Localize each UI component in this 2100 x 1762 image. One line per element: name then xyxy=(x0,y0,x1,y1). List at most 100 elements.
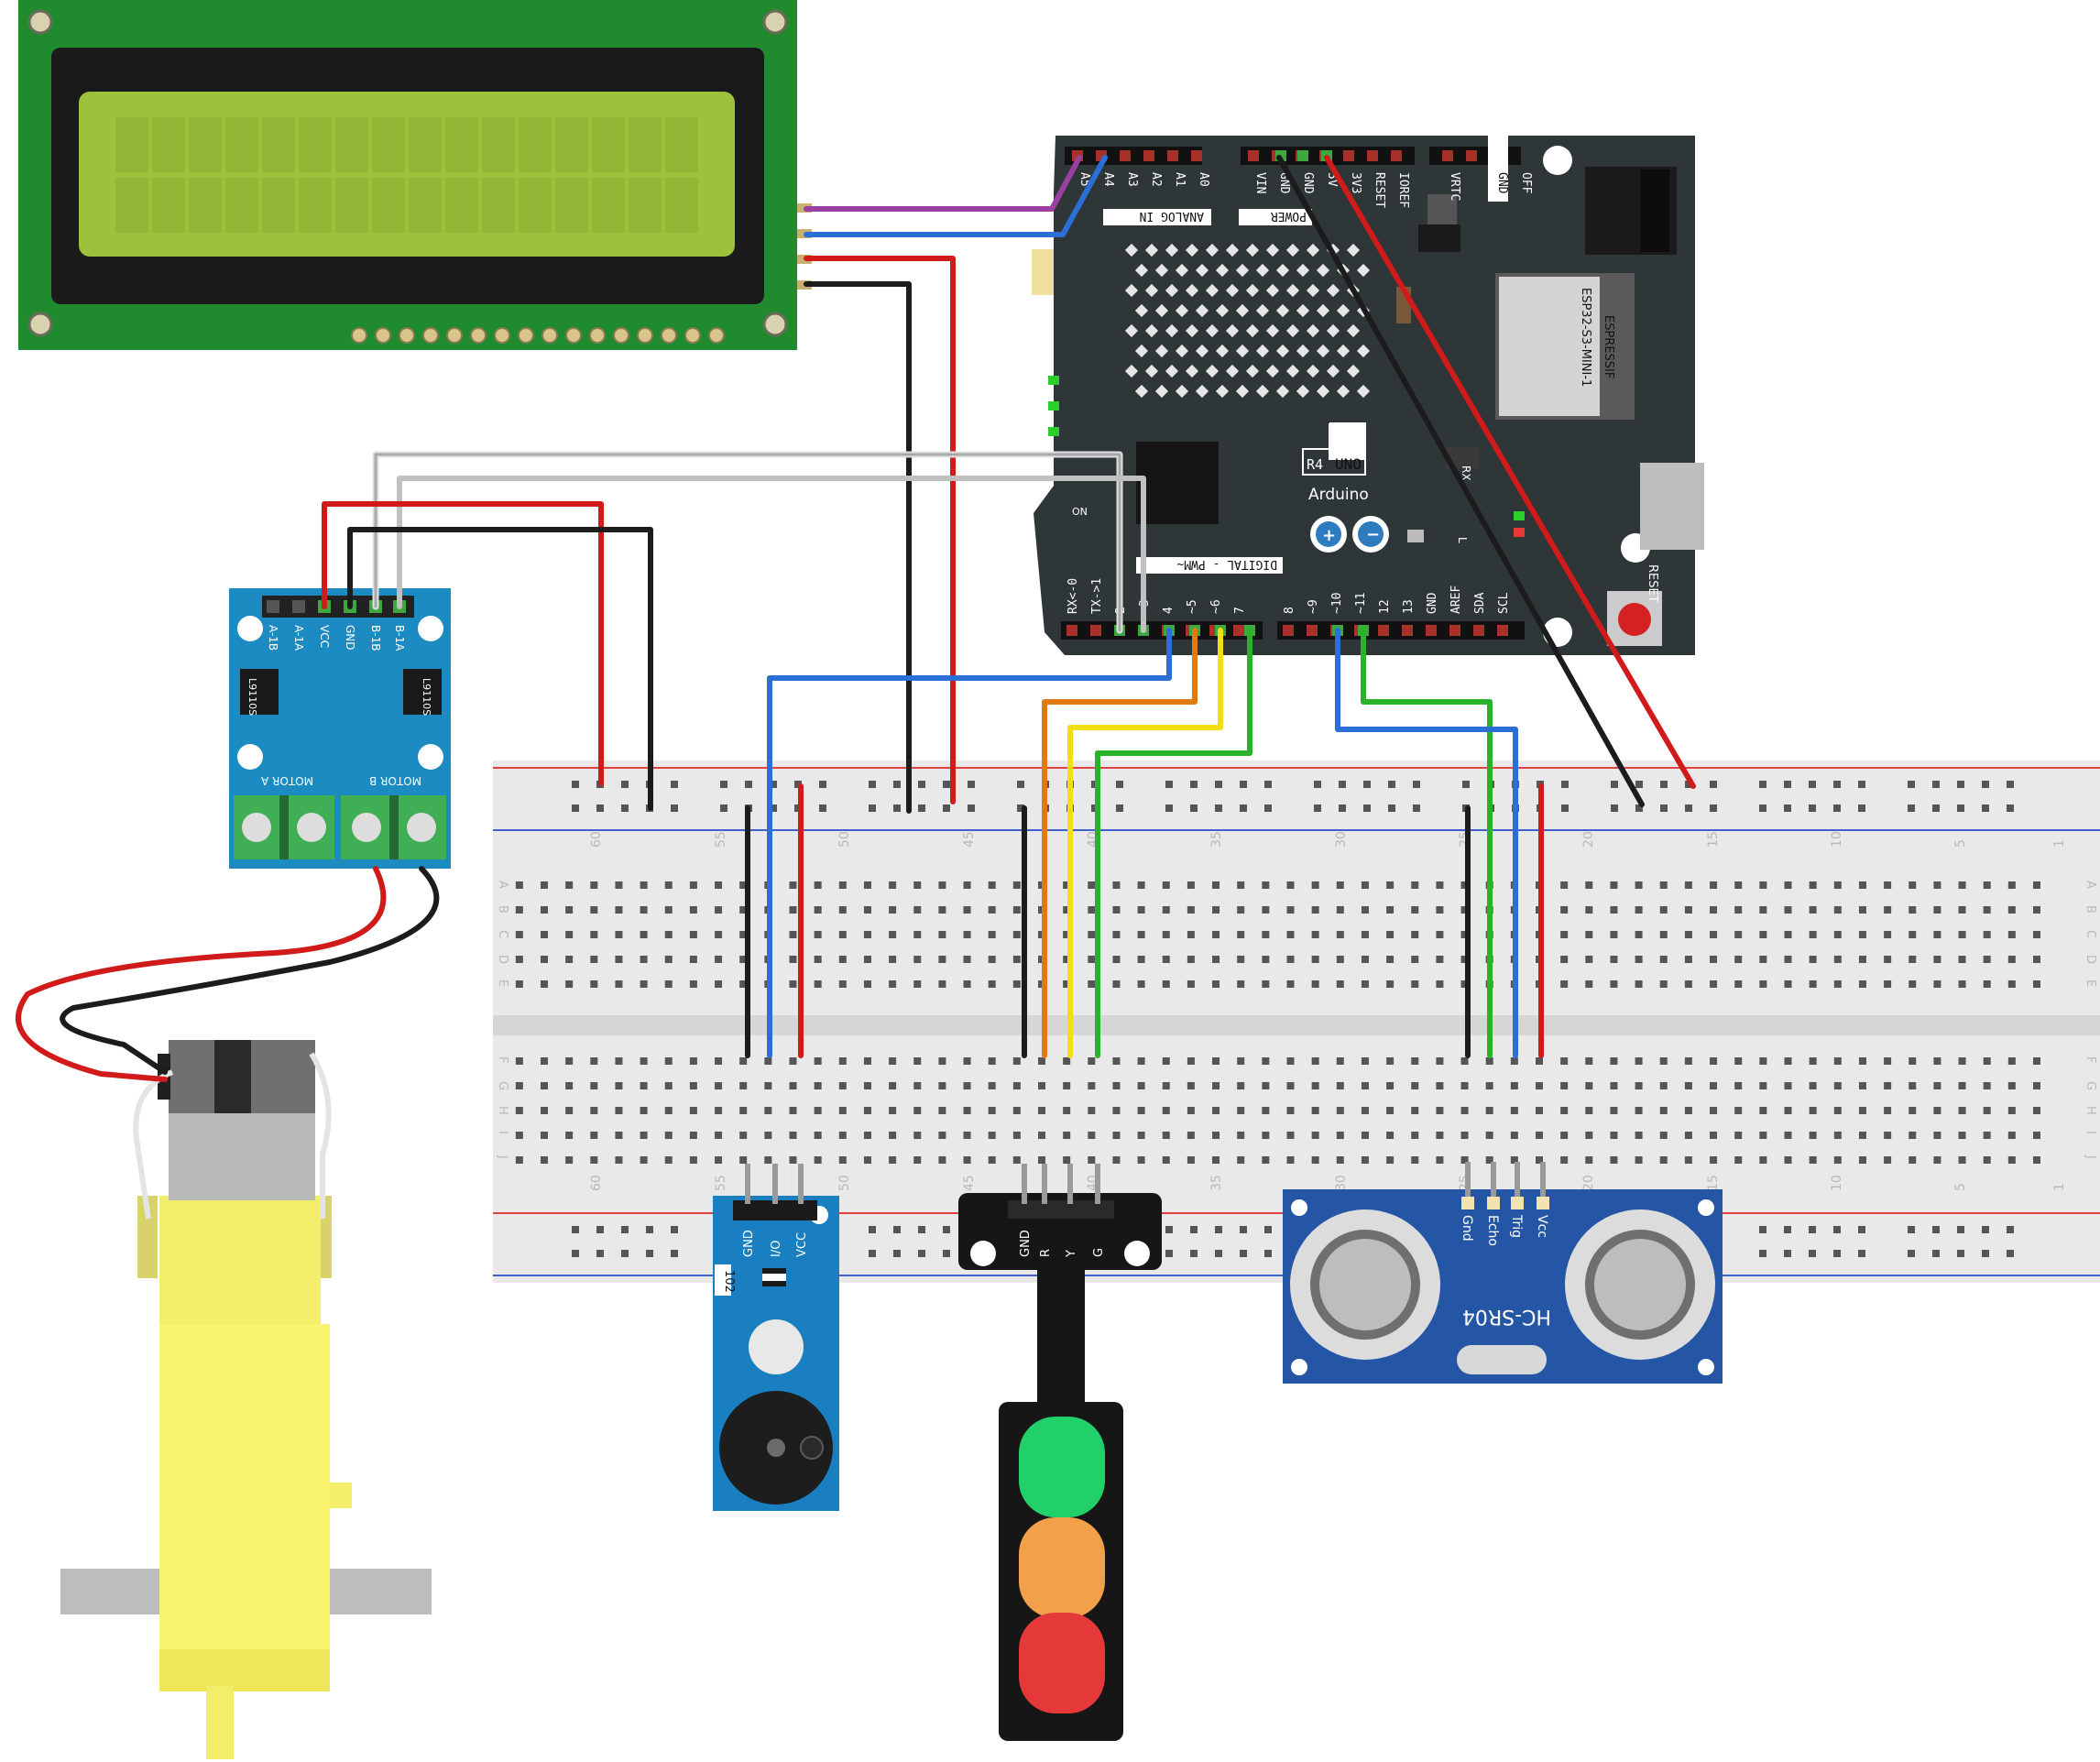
row-letter: G xyxy=(2084,1081,2097,1090)
aux-pin-label: OFF xyxy=(1519,172,1533,194)
row-letter: H xyxy=(2084,1106,2097,1115)
wire-lcd-gnd xyxy=(804,281,912,814)
analog-pin-label: A1 xyxy=(1173,172,1187,187)
wire-motor-black xyxy=(60,866,440,1075)
board-wifi-label: WIFI xyxy=(1330,430,1363,446)
svg-text:−: − xyxy=(1366,525,1380,544)
column-number-top: 60 xyxy=(589,831,604,848)
column-number-top: 55 xyxy=(714,831,728,848)
digital-header-box xyxy=(1136,557,1283,574)
digital-pin-label: 8 xyxy=(1283,607,1296,614)
wire-tl-y xyxy=(1067,628,1223,1058)
chip-a-label: L9110S xyxy=(246,678,258,716)
board-r4-label: R4 xyxy=(1307,456,1323,473)
mcu-chip xyxy=(1136,442,1219,524)
digital-pin-label: 4 xyxy=(1162,607,1176,614)
motor-b-label: MOTOR B xyxy=(369,774,421,787)
lcd-mount-hole-tr xyxy=(762,9,788,35)
qwiic-connector xyxy=(1032,249,1054,295)
arduino-logo: + − xyxy=(1310,516,1389,553)
yellow-led xyxy=(1019,1517,1105,1618)
power-header: POWER xyxy=(1271,209,1307,223)
l-label: L xyxy=(1456,537,1469,543)
column-number-bottom: 60 xyxy=(589,1175,604,1191)
uno-box xyxy=(1329,423,1365,460)
sonar-pin-label: Gnd xyxy=(1460,1215,1474,1242)
row-letter: E xyxy=(2084,979,2097,987)
digital-pin-label: ~5 xyxy=(1186,599,1199,614)
row-letter: E xyxy=(496,979,509,987)
motor-driver-pin-label: VCC xyxy=(318,625,331,648)
analog-in-header: ANALOG IN xyxy=(1140,209,1204,223)
usb-c-port xyxy=(1640,463,1704,550)
lcd-mount-hole-bl xyxy=(27,312,53,337)
esp32-brand: ESPRESSIF xyxy=(1602,315,1615,378)
row-letter: C xyxy=(496,930,509,938)
sonar-pin-label: Trig xyxy=(1509,1214,1524,1238)
column-number-top: 30 xyxy=(1334,831,1349,848)
column-number-top: 45 xyxy=(962,831,977,848)
traffic-light-header xyxy=(1008,1164,1114,1219)
gearbox-top xyxy=(159,1196,321,1324)
motor-a-label: MOTOR A xyxy=(260,774,313,787)
reset-button[interactable] xyxy=(1618,603,1651,636)
motor-driver-pin-label: A-1A xyxy=(292,625,305,651)
digital-pin-label: ~10 xyxy=(1330,593,1344,614)
analog-pin-label: A2 xyxy=(1149,172,1163,187)
wire-lcd-sda xyxy=(804,155,1082,212)
lcd-display xyxy=(18,0,812,350)
column-number-bottom: 10 xyxy=(1830,1175,1844,1191)
column-number-bottom: 20 xyxy=(1581,1175,1596,1191)
motor-driver-pin-label: B-1B xyxy=(369,625,382,651)
board-brand-label: Arduino xyxy=(1308,486,1369,504)
row-letter: J xyxy=(496,1155,509,1159)
buzzer-pin-label: VCC xyxy=(795,1232,809,1257)
buzzer-pin-labels: GND I/O VCC xyxy=(742,1230,809,1257)
row-letter: I xyxy=(2084,1131,2097,1134)
digital-pin-label: SDA xyxy=(1473,592,1487,614)
column-number-top: 50 xyxy=(837,831,852,848)
row-letter: C xyxy=(2084,930,2097,938)
traffic-light-pin-label: G xyxy=(1092,1248,1106,1257)
traffic-light-pin-label: GND xyxy=(1019,1230,1033,1257)
wire-5v xyxy=(1324,155,1696,789)
buzzer-pin-label: GND xyxy=(742,1230,756,1257)
motor-driver-pin-label: A-1B xyxy=(267,625,279,651)
digital-pin-label: ~9 xyxy=(1307,599,1320,614)
column-number-top: 10 xyxy=(1830,831,1844,848)
row-letter: H xyxy=(496,1106,509,1115)
l9110s-chip-a xyxy=(240,669,279,715)
breadboard-center-channel xyxy=(493,1015,2100,1035)
row-letter: J xyxy=(2084,1155,2097,1159)
row-letter: D xyxy=(496,955,509,964)
gearbox-body xyxy=(159,1324,330,1691)
power-pin-label: VIN xyxy=(1253,172,1267,193)
wires xyxy=(16,155,1696,1082)
sonar-pin-label: Echo xyxy=(1485,1215,1500,1246)
row-letter: F xyxy=(2084,1056,2097,1063)
digital-pin-label: GND xyxy=(1426,592,1439,614)
column-number-bottom: 30 xyxy=(1334,1175,1349,1191)
digital-pin-label: SCL xyxy=(1497,592,1511,614)
terminal-block-a xyxy=(234,795,334,859)
analog-pin-label: A3 xyxy=(1125,172,1139,187)
analog-pin-label: A4 xyxy=(1101,172,1115,187)
digital-pin-label: 7 xyxy=(1233,607,1247,614)
row-letter: A xyxy=(496,881,509,889)
wire-lcd-vcc xyxy=(804,256,956,804)
terminal-block-b xyxy=(341,795,446,859)
wire-md-vcc xyxy=(322,501,604,786)
buzzer-header xyxy=(733,1164,817,1220)
buzzer-pin-label: I/O xyxy=(770,1241,783,1257)
wire-lcd-scl xyxy=(804,155,1108,237)
rx-label: RX xyxy=(1460,465,1472,481)
